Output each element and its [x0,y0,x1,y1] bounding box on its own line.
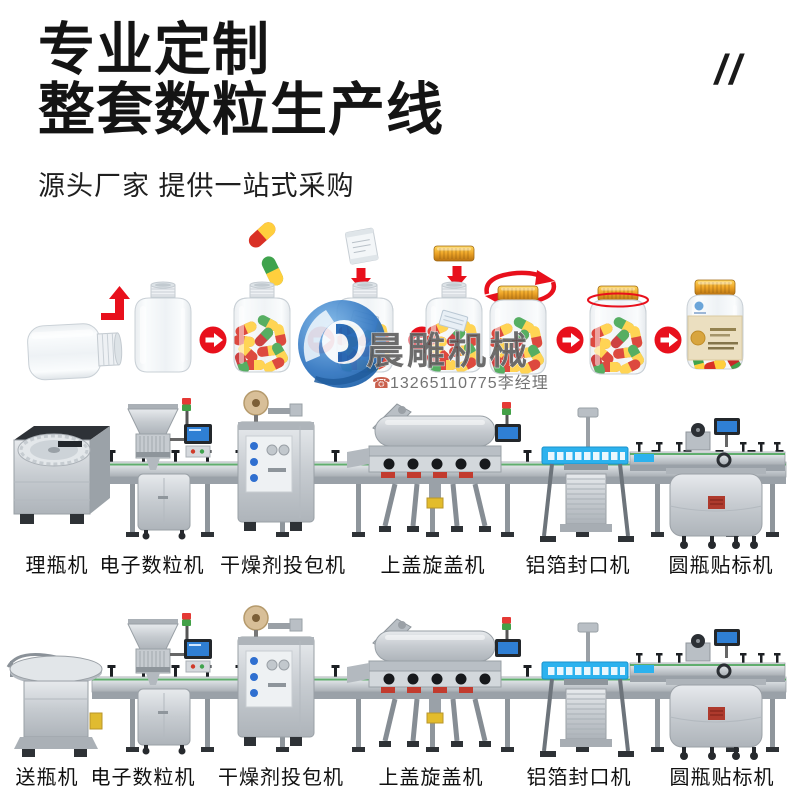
watermark-phone-text: 13265110775李经理 [390,374,549,392]
machine-label-counter: 电子数粒机 [90,767,196,789]
production-line-1-illustration [12,390,787,551]
machine-bottle-unscrambler [12,424,112,526]
bottle-capped-icon [587,285,649,377]
arrow-right-icon [654,326,682,354]
page-subtitle: 源头厂家 提供一站式采购 [38,171,355,201]
machine-bottle-feeder-turntable [6,653,104,759]
machine-label-sealer: 铝箔封口机 [525,555,631,577]
phone-icon: ☎ [372,375,391,392]
bottle-lying-icon [27,323,123,381]
page-title-line-1: 专业定制 [38,18,270,82]
machine-label-labeler: 圆瓶贴标机 [668,555,774,577]
machine-label-capper: 上盖旋盖机 [380,555,486,577]
machine-label-desiccant: 干燥剂投包机 [218,767,344,789]
machine-desiccant-inserter [237,605,315,747]
watermark-brand-text: 晨雕机械 [366,331,530,373]
machine-label-unscrambler: 理瓶机 [25,555,89,577]
production-line-2-illustration [6,605,787,762]
machine-label-desiccant: 干燥剂投包机 [220,555,346,577]
arrow-right-icon [199,326,227,354]
machine-label-capper: 上盖旋盖机 [378,767,484,789]
machine-label-counter: 电子数粒机 [99,555,205,577]
arrow-right-icon [556,326,584,354]
bottle-capsule-filling-icon [232,219,290,375]
bottle-labeled-icon [687,279,745,376]
machine-label-labeler: 圆瓶贴标机 [669,767,775,789]
header: 专业定制 整套数粒生产线 源头厂家 提供一站式采购 [38,20,444,203]
machine-desiccant-inserter [237,390,315,532]
decor-slashes: // [714,46,744,93]
page-title-line-2: 整套数粒生产线 [38,78,444,142]
watermark: 晨雕机械 ☎ 13265110775李经理 [298,300,549,392]
bottle-process-flow-illustration: 晨雕机械 ☎ 13265110775李经理 [27,219,800,392]
machine-label-sealer: 铝箔封口机 [526,767,632,789]
arrow-bent-up-icon [101,286,130,320]
bottle-empty-icon [135,281,191,372]
machine-label-feeder: 送瓶机 [15,767,79,789]
